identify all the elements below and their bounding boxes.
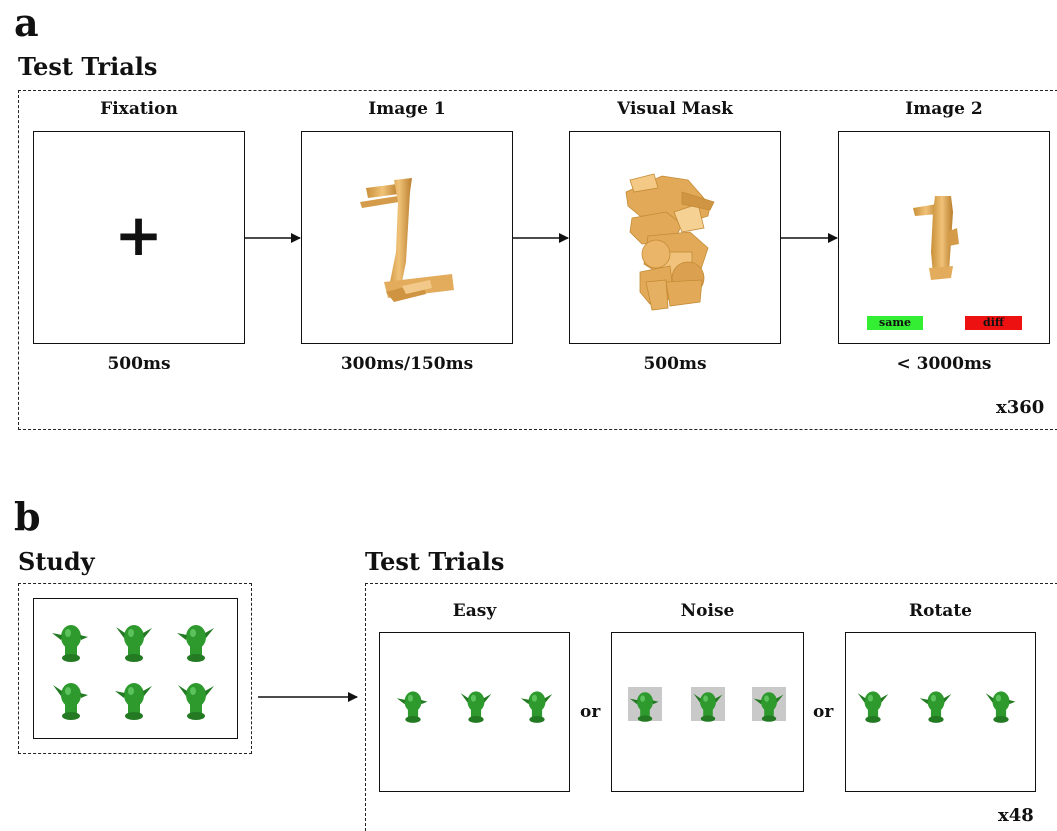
study-object xyxy=(115,683,152,720)
diff-response-button[interactable]: diff xyxy=(965,316,1022,330)
step-label-visual-mask: Visual Mask xyxy=(617,99,733,119)
panel-b-repeat-count: x48 xyxy=(998,805,1034,826)
easy-object xyxy=(396,691,428,723)
condition-label-noise: Noise xyxy=(680,601,735,621)
study-frame xyxy=(33,598,238,739)
study-object xyxy=(53,683,88,720)
rotate-object xyxy=(919,691,952,723)
or-label-2: or xyxy=(813,702,834,722)
rotate-object xyxy=(857,691,889,723)
study-object xyxy=(116,625,152,662)
easy-object xyxy=(520,691,553,723)
panel-a-title: Test Trials xyxy=(18,52,158,81)
duration-image-2: < 3000ms xyxy=(896,354,992,374)
same-response-button[interactable]: same xyxy=(867,316,923,330)
step-label-image-1: Image 1 xyxy=(368,99,446,119)
step-label-image-2: Image 2 xyxy=(905,99,983,119)
panel-b-letter: b xyxy=(14,494,41,539)
image-2-frame: same diff xyxy=(838,131,1050,344)
tan-object-image-2 xyxy=(913,196,959,280)
noise-frame xyxy=(611,632,804,792)
duration-visual-mask: 500ms xyxy=(643,354,707,374)
visual-mask-frame xyxy=(569,131,781,344)
duration-fixation: 500ms xyxy=(107,354,171,374)
condition-label-rotate: Rotate xyxy=(908,601,972,621)
noise-object xyxy=(693,692,723,722)
noise-objects xyxy=(628,687,786,722)
step-label-fixation: Fixation xyxy=(100,99,178,119)
test-trials-container xyxy=(365,583,1057,831)
panel-b-test-title: Test Trials xyxy=(365,547,505,576)
study-title: Study xyxy=(18,547,95,576)
rotate-object xyxy=(985,691,1016,723)
study-container xyxy=(18,583,252,754)
rotate-frame xyxy=(845,632,1036,792)
study-object xyxy=(52,625,88,662)
condition-label-easy: Easy xyxy=(452,601,497,621)
easy-object xyxy=(460,691,492,723)
panel-a-trial-container xyxy=(18,90,1057,430)
fixation-frame: + xyxy=(33,131,245,344)
easy-objects xyxy=(396,691,553,723)
panel-a-letter: a xyxy=(14,0,39,45)
study-objects xyxy=(52,625,214,720)
rotate-objects xyxy=(857,691,1016,723)
tan-object-image-1 xyxy=(360,178,454,302)
study-object xyxy=(177,625,214,662)
or-label-1: or xyxy=(580,702,601,722)
fixation-cross: + xyxy=(114,201,163,269)
panel-a-repeat-count: x360 xyxy=(996,397,1045,418)
easy-frame xyxy=(379,632,570,792)
image-1-frame xyxy=(301,131,513,344)
duration-image-1: 300ms/150ms xyxy=(340,354,474,374)
study-object xyxy=(178,683,214,720)
visual-mask-pattern xyxy=(625,173,715,311)
noise-object xyxy=(753,692,784,722)
noise-object xyxy=(629,692,659,722)
